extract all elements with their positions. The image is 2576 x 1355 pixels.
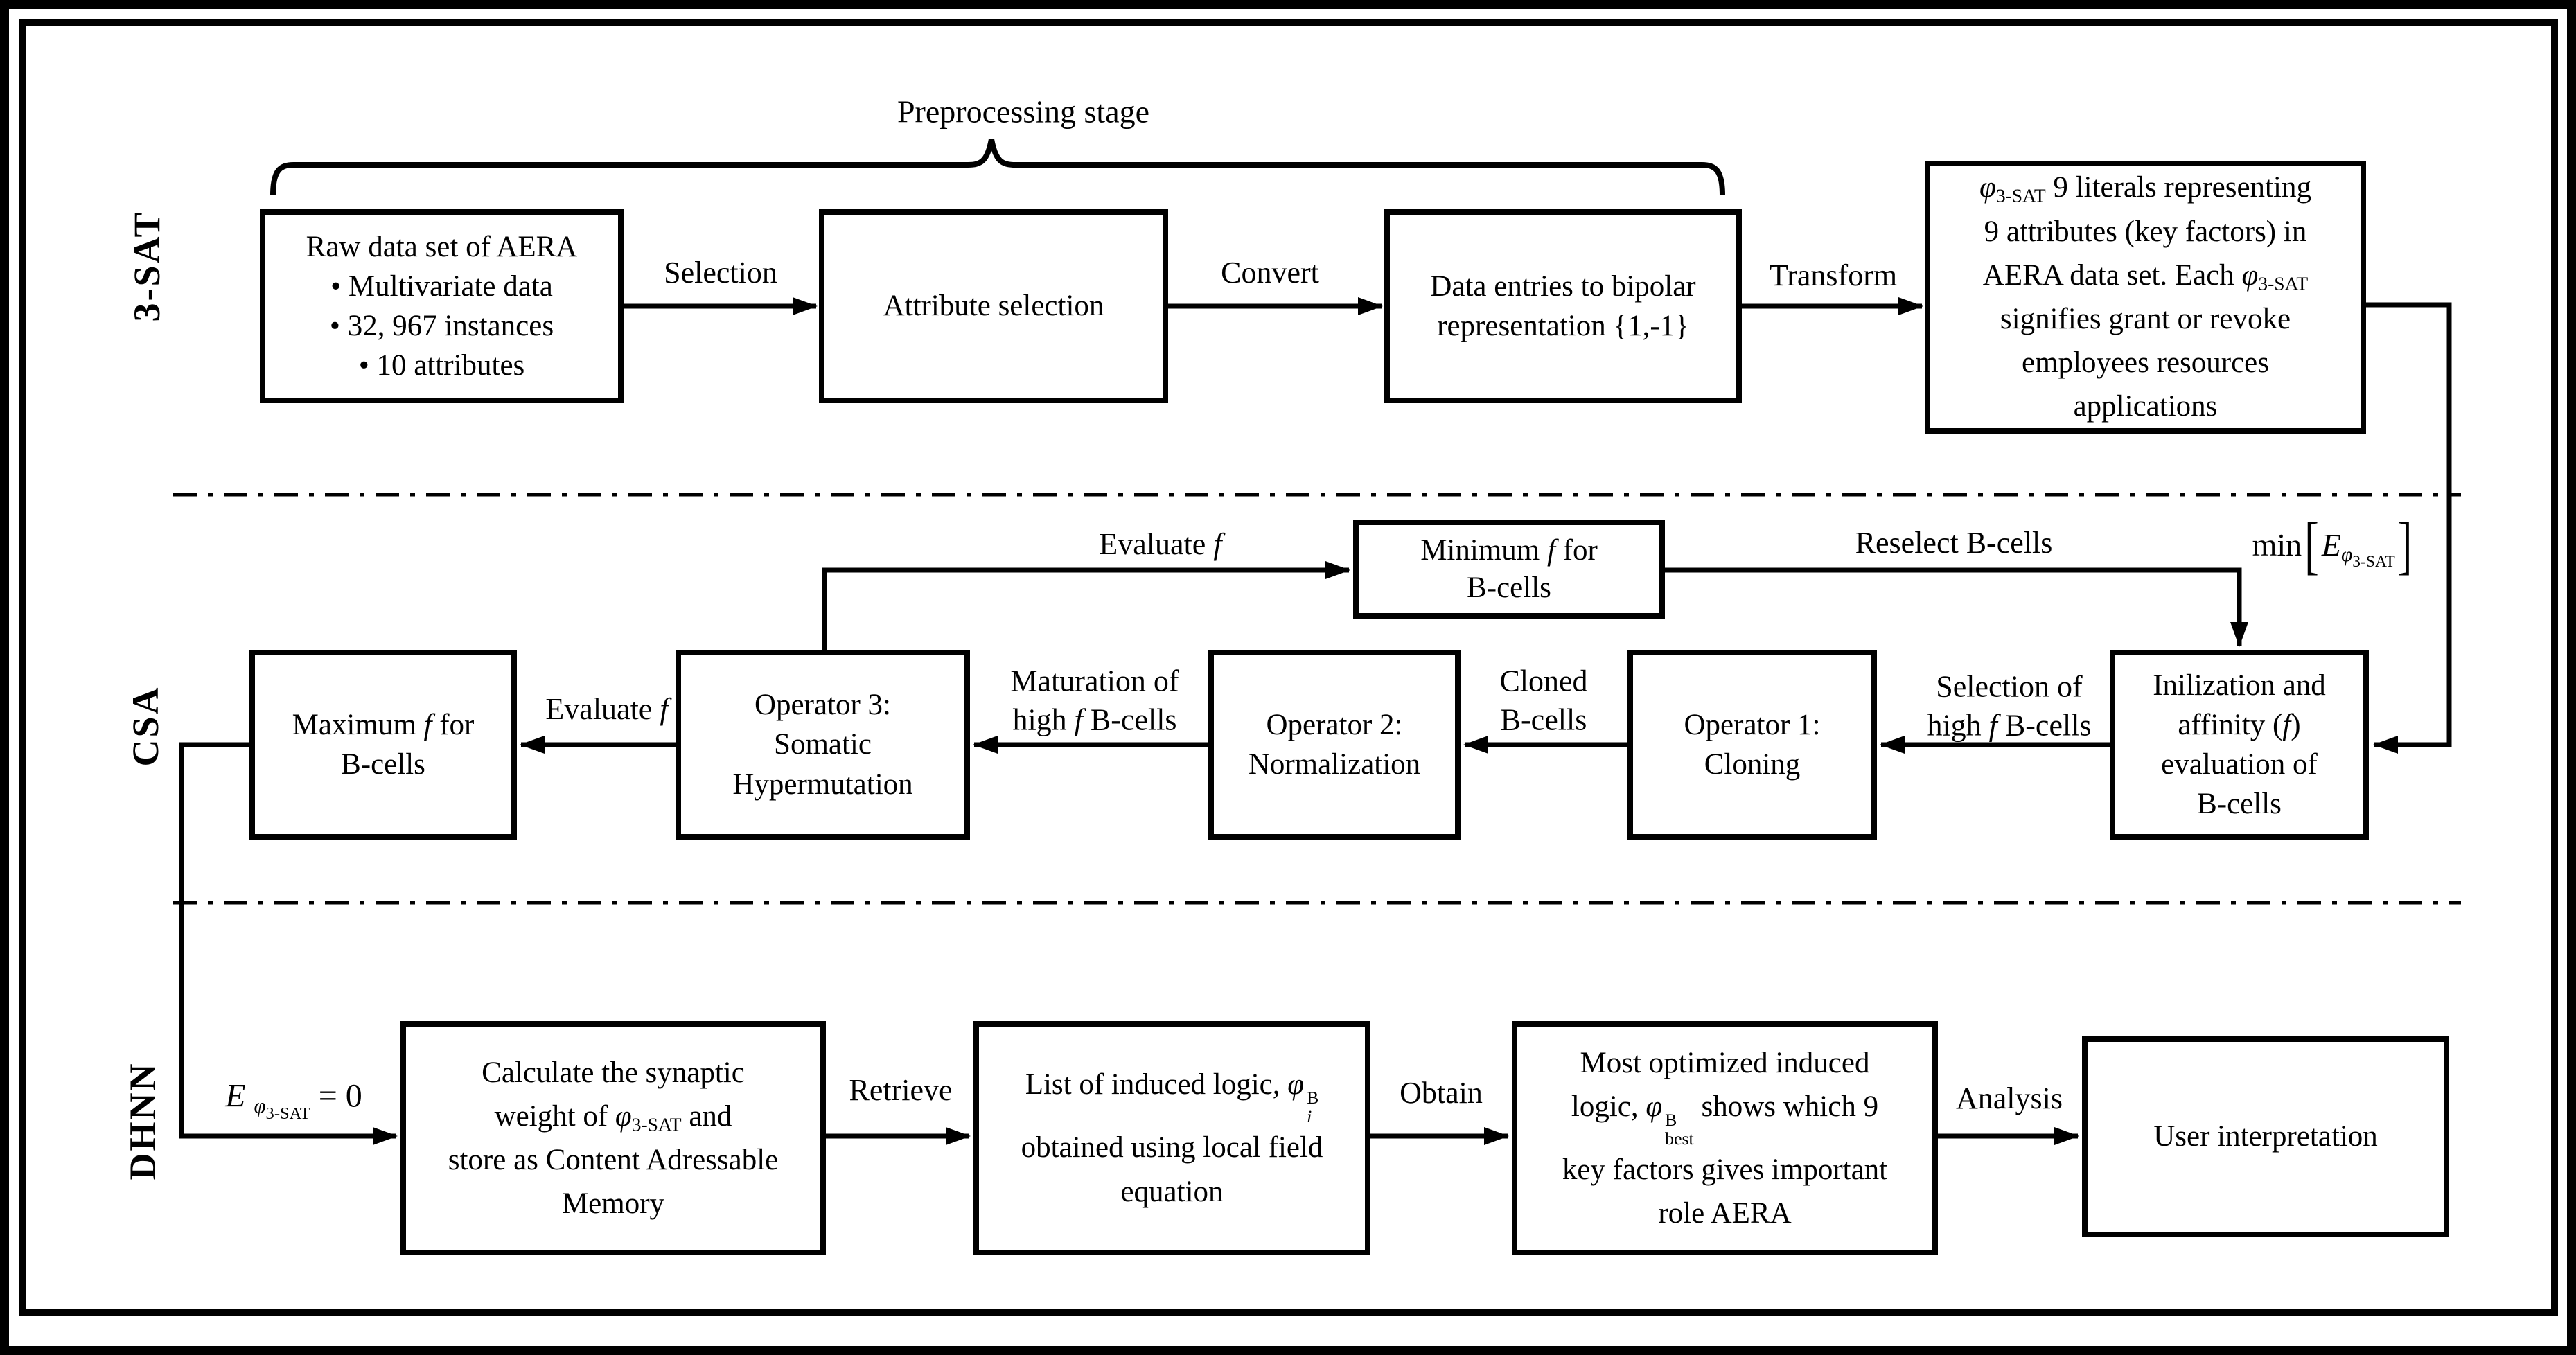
connector-evaluate-to-minimum [822,561,1350,650]
preprocessing-stage-title: Preprocessing stage [897,94,1150,130]
row-label-csa: CSA [125,685,166,767]
box-bipolar-representation: Data entries to bipolar representation {… [1384,209,1742,403]
box-operator1: Operator 1: Cloning [1627,650,1877,840]
box-operator3: Operator 3: Somatic Hypermutation [676,650,970,840]
label-transform: Transform [1769,258,1898,292]
connector-phi-to-initialization [2366,302,2452,754]
label-evaluate-f-upper: Evaluate f [1099,526,1222,561]
label-min-energy: min[Eφ3-SAT] [2252,510,2412,581]
label-selection: Selection [664,255,777,290]
label-obtain: Obtain [1400,1075,1483,1110]
label-evaluate-f-lower: Evaluate f [545,691,669,726]
label-convert: Convert [1221,255,1319,290]
box-operator2: Operator 2: Normalization [1208,650,1461,840]
label-reselect-bcells: Reselect B-cells [1855,525,2053,560]
label-energy-zero: E φ3-SAT = 0 [225,1077,362,1123]
row-label-dhnn: DHNN [122,1061,164,1180]
row-label-3sat: 3-SAT [126,210,168,322]
label-analysis: Analysis [1956,1081,2063,1115]
label-cloned-bcells: Cloned B-cells [1499,664,1588,737]
connector-maximum-to-calculate [179,742,398,1145]
box-user-interpretation: User interpretation [2082,1036,2449,1237]
connector-reselect [1665,567,2248,647]
preprocessing-brace [270,139,1725,196]
label-retrieve: Retrieve [849,1072,953,1107]
box-attribute-selection: Attribute selection [819,209,1168,403]
box-raw-data: Raw data set of AERA • Multivariate data… [260,209,624,403]
